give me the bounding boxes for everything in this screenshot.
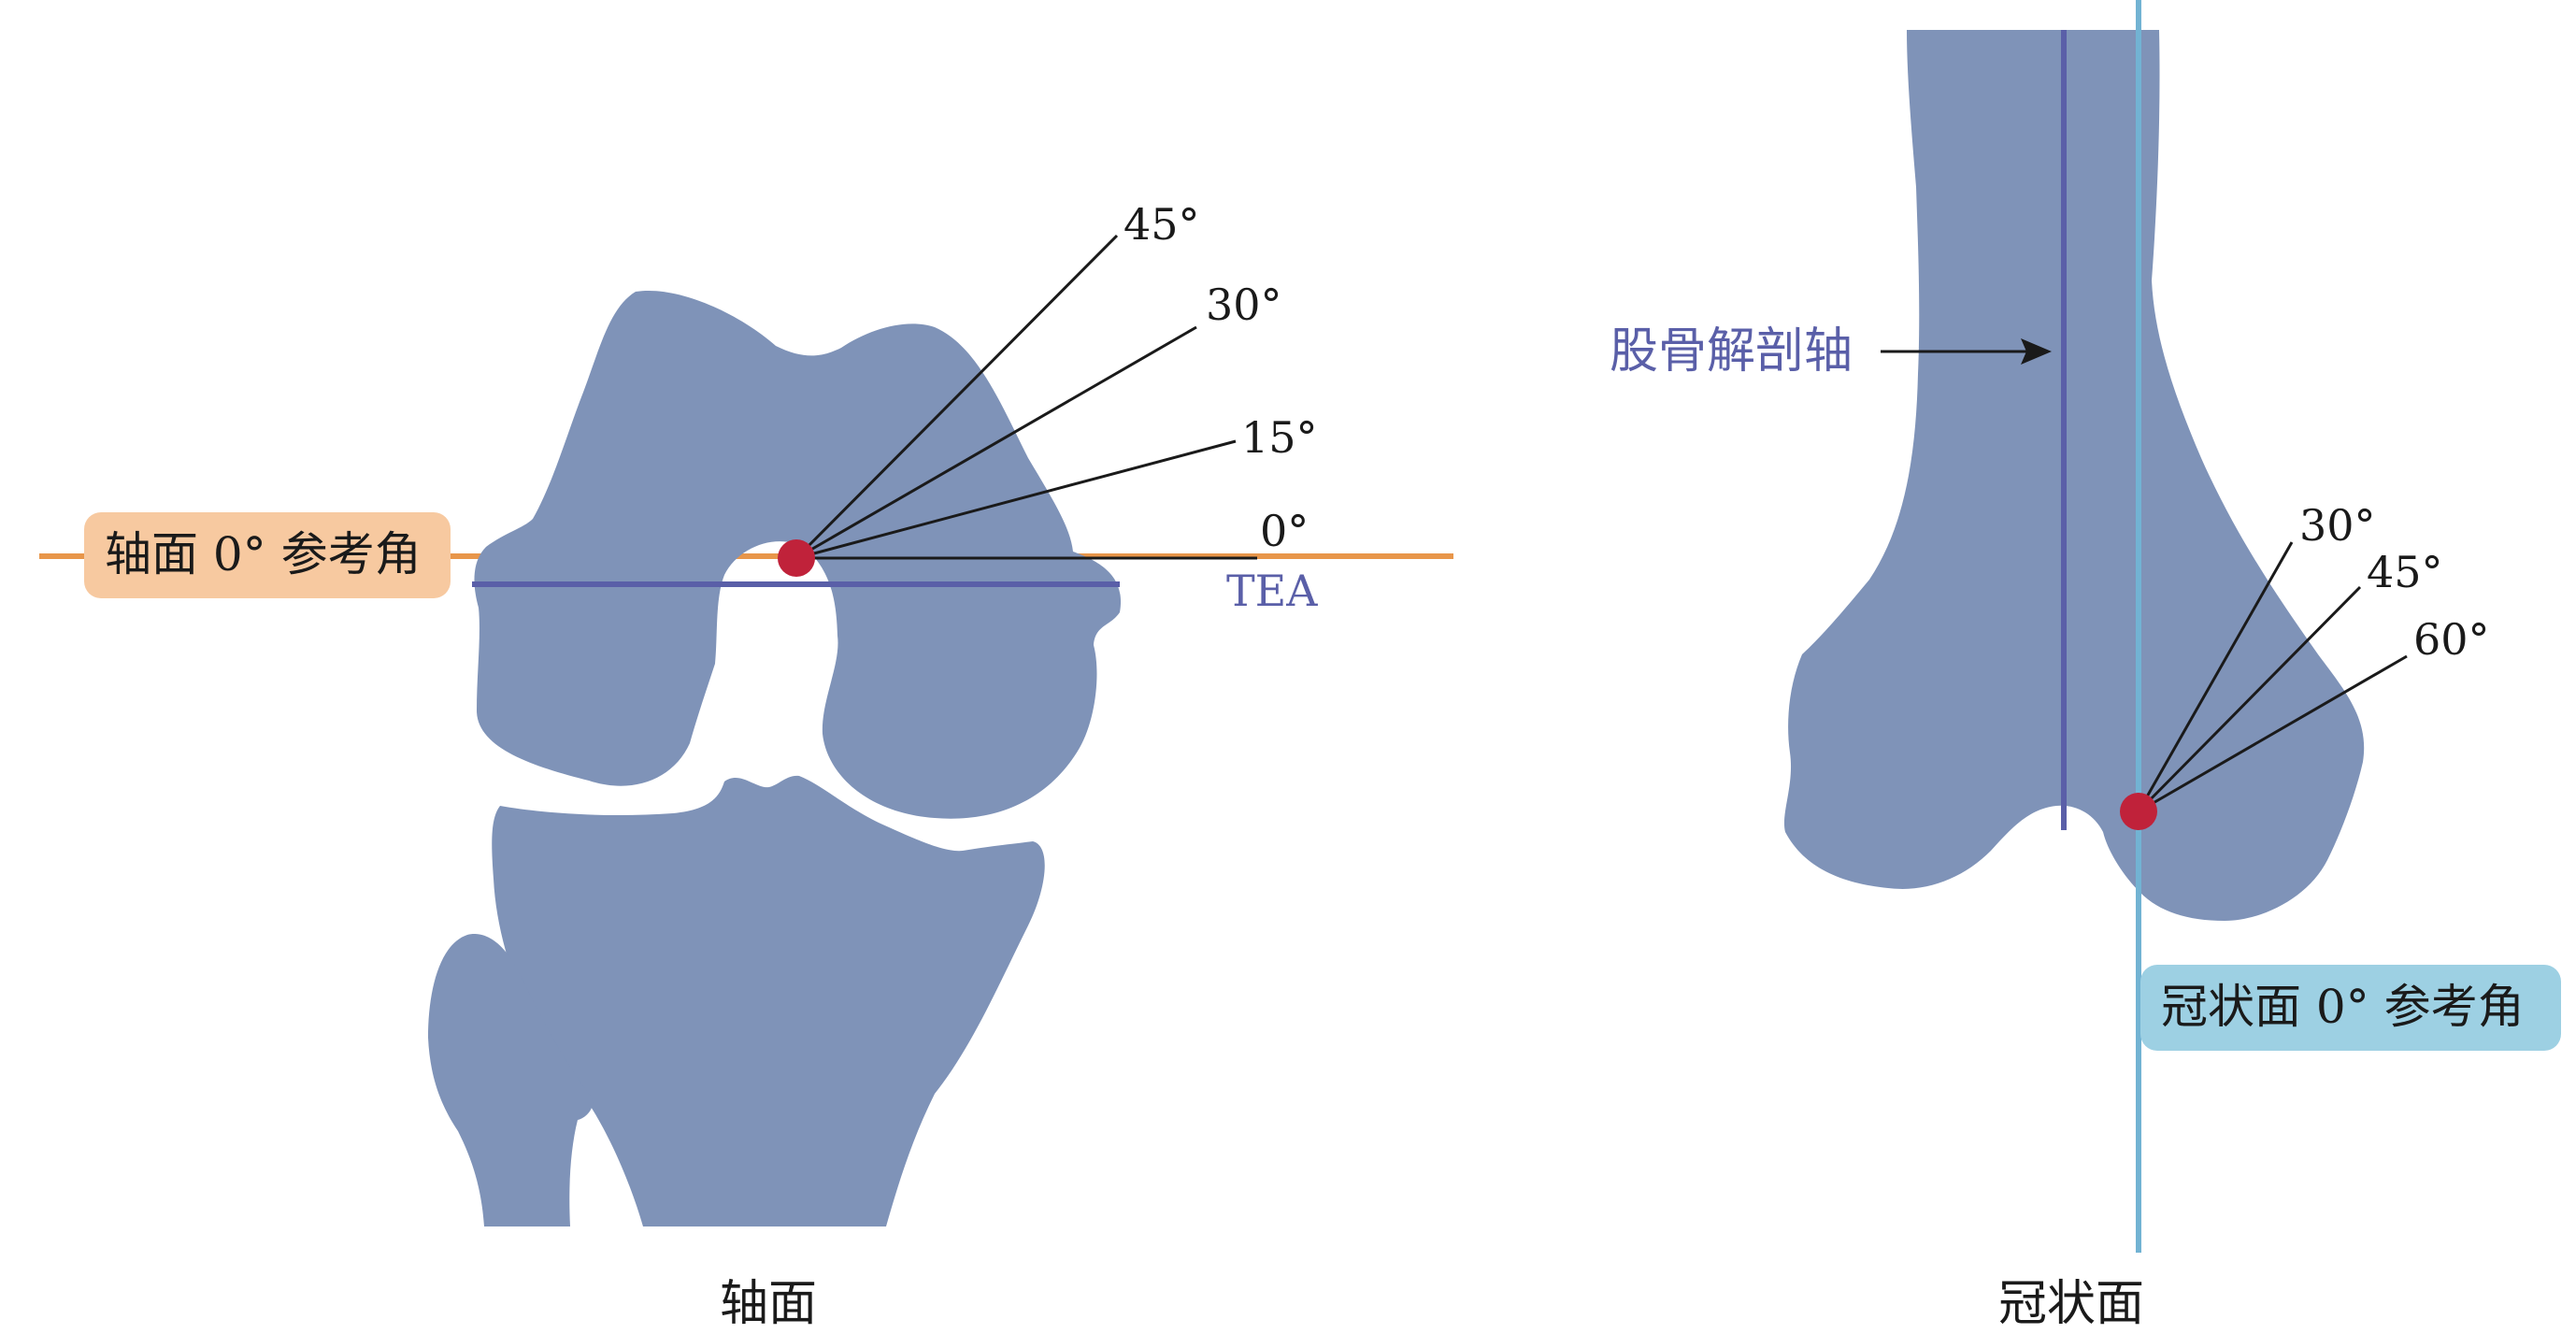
angle-ray-30: [795, 325, 1197, 560]
coronal-angle-label-45: 45°: [2367, 547, 2443, 597]
angle-ray-15: [795, 439, 1237, 560]
anatomic-axis-label: 股骨解剖轴: [1610, 323, 1853, 380]
axial-angle-label-45: 45°: [1123, 199, 1200, 250]
anatomic-axis-arrow-head-icon: [2021, 338, 2052, 365]
coronal-view: 30° 45° 60° 股骨解剖轴 冠状面 0° 参考角 冠状面: [1610, 0, 2561, 1332]
coronal-angle-label-60: 60°: [2413, 614, 2490, 665]
tibia-axial: [492, 775, 1045, 1226]
coronal-reference-label: 冠状面 0° 参考角: [2161, 980, 2525, 1034]
coronal-angle-ray-45: [2137, 585, 2362, 813]
coronal-angle-ray-30: [2137, 541, 2294, 812]
femur-condyles-axial: [474, 290, 1122, 819]
axial-reference-label-box: [84, 512, 451, 598]
fibula-axial: [428, 934, 594, 1226]
axial-angle-label-0: 0°: [1260, 506, 1309, 556]
coronal-angle-ray-60: [2138, 654, 2408, 813]
axial-pivot-point: [778, 539, 815, 577]
coronal-reference-label-box: [2140, 965, 2561, 1051]
tea-label: TEA: [1226, 566, 1318, 616]
axial-view: 0° 15° 30° 45° TEA 轴面 0° 参考角 轴面: [39, 199, 1453, 1332]
axial-angle-label-15: 15°: [1241, 412, 1318, 463]
axial-reference-label: 轴面 0° 参考角: [105, 527, 422, 581]
coronal-view-caption: 冠状面: [1998, 1276, 2144, 1332]
angle-ray-45: [794, 234, 1119, 560]
coronal-pivot-point: [2120, 793, 2157, 830]
femur-coronal: [1783, 30, 2365, 921]
axial-angle-label-30: 30°: [1206, 280, 1282, 330]
coronal-angle-label-30: 30°: [2299, 500, 2376, 551]
axial-view-caption: 轴面: [720, 1276, 817, 1332]
